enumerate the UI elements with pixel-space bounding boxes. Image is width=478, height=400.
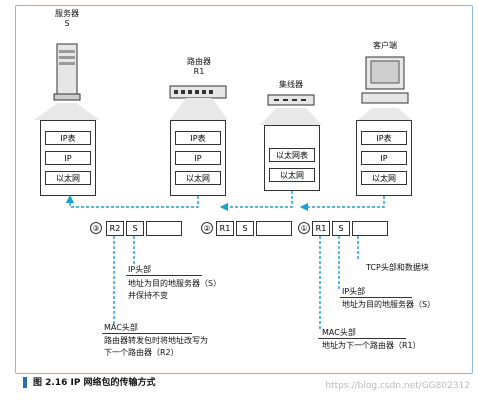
hub-icon (267, 94, 315, 106)
packet-3-mac: R2 (106, 221, 124, 236)
caption-text: 图 2.16 IP 网络包的传输方式 (33, 378, 156, 388)
mac-note-3-desc1: 路由器转发包时将地址改写为 (104, 336, 208, 345)
mac-note-1-title: MAC头部 (322, 328, 356, 337)
ip-note-3-desc2: 并保持不变 (128, 291, 168, 300)
packet-1-ip: S (332, 221, 350, 236)
client-ip-table: IP表 (361, 131, 407, 145)
mac-note-1-rule (318, 338, 406, 339)
hub-name: 集线器 (279, 80, 303, 89)
ip-note-3-desc1: 地址为目的地服务器（S） (128, 279, 222, 288)
figure-frame (15, 5, 473, 374)
watermark: https://blog.csdn.net/GG802312 (325, 381, 470, 391)
ip-note-3-title: IP头部 (128, 265, 152, 274)
router-ip-layer: IP (175, 151, 221, 165)
ip-note-3-rule (126, 275, 202, 276)
packet-3-ip: S (126, 221, 144, 236)
packet-3-data (146, 221, 182, 236)
mac-note-1-desc: 地址为下一个路由器（R1） (322, 341, 421, 350)
router-name: 路由器 (187, 57, 211, 66)
hub-ethernet-layer: 以太网 (269, 168, 315, 182)
mac-note-3-desc2: 下一个路由器（R2） (104, 348, 179, 357)
server-ip-table: IP表 (45, 131, 91, 145)
caption-bar (23, 377, 27, 388)
packet-2-ip: S (236, 221, 254, 236)
tcp-note: TCP头部和数据块 (366, 263, 429, 272)
router-ip-table: IP表 (175, 131, 221, 145)
client-computer-icon (361, 56, 409, 104)
packet-1-data (352, 221, 388, 236)
server-label: S (64, 19, 70, 28)
router-ethernet-layer: 以太网 (175, 171, 221, 185)
server-icon (53, 43, 81, 101)
ip-note-1-rule (340, 297, 412, 298)
client-stack: IP表 IP 以太网 (356, 120, 412, 196)
packet-2-mac: R1 (216, 221, 234, 236)
client-name: 客户端 (373, 41, 397, 50)
packet-2-number: ② (201, 222, 213, 234)
ip-note-1-title: IP头部 (342, 287, 366, 296)
client-ip-layer: IP (361, 151, 407, 165)
mac-note-3-title: MAC头部 (104, 323, 138, 332)
figure-caption: 图 2.16 IP 网络包的传输方式 (23, 375, 156, 388)
ip-note-1-desc: 地址为目的地服务器（S） (342, 300, 436, 309)
packet-1-number: ① (298, 222, 310, 234)
packet-3-number: ③ (90, 222, 102, 234)
hub-stack: 以太网表 以太网 (264, 125, 320, 191)
hub-ethernet-table: 以太网表 (269, 148, 315, 162)
server-stack: IP表 IP 以太网 (40, 120, 96, 196)
server-name: 服务器 (55, 9, 79, 18)
packet-2-data (256, 221, 292, 236)
server-ip-layer: IP (45, 151, 91, 165)
packet-1-mac: R1 (312, 221, 330, 236)
client-ethernet-layer: 以太网 (361, 171, 407, 185)
server-ethernet-layer: 以太网 (45, 171, 91, 185)
mac-note-3-rule (102, 333, 192, 334)
router-stack: IP表 IP 以太网 (170, 120, 226, 196)
router-label: R1 (193, 67, 205, 76)
